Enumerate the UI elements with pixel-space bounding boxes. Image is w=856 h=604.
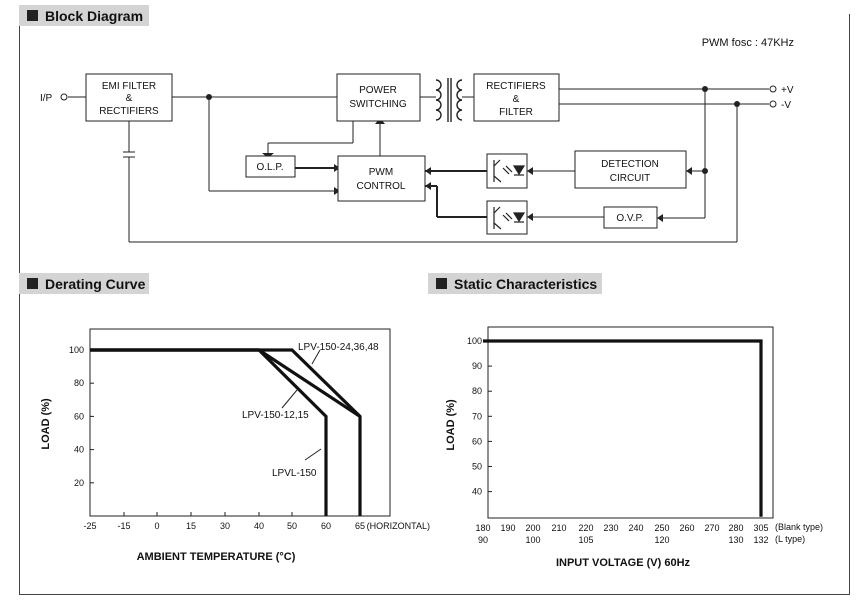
block-diagram-title: Block Diagram	[45, 7, 144, 24]
datasheet-frame	[19, 14, 850, 595]
static-header: Static Characteristics	[428, 273, 602, 294]
block-diagram-header: Block Diagram	[19, 5, 149, 26]
header-square-icon	[436, 278, 447, 289]
derating-title: Derating Curve	[45, 275, 146, 292]
header-square-icon	[27, 10, 38, 21]
header-square-icon	[27, 278, 38, 289]
derating-header: Derating Curve	[19, 273, 149, 294]
static-title: Static Characteristics	[454, 275, 598, 292]
